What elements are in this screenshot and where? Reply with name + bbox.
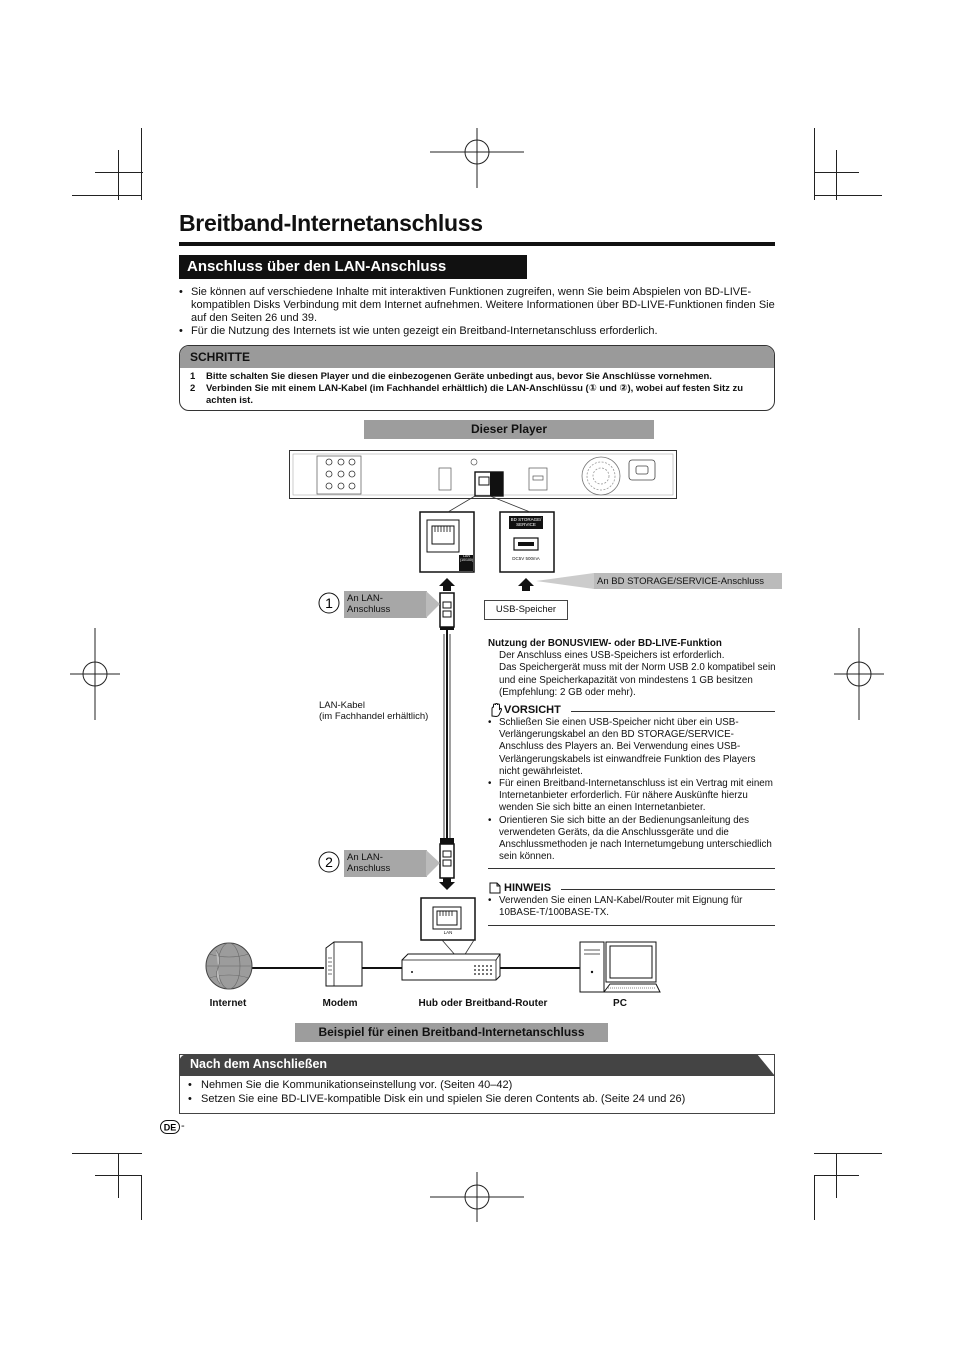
lan-cable-label: LAN-Kabel (im Fachhandel erhältlich) [319,700,429,722]
intro-item: Sie können auf verschiedene Inhalte mit … [179,286,775,325]
section-title: Anschluss über den LAN-Anschluss [179,255,527,279]
number-two: 2 [325,854,333,870]
vorsicht-heading: VORSICHT [504,704,561,716]
hinweis-item: Verwenden Sie einen LAN-Kabel/Router mit… [488,895,776,919]
after-heading-bg [179,1054,775,1076]
hub-zoom-lines [441,940,475,956]
intro-item: Für die Nutzung des Internets ist wie un… [179,325,775,338]
internet-label: Internet [209,998,247,1009]
divider [488,868,775,869]
step-text: Bitte schalten Sie diesen Player und die… [206,371,712,382]
step-item: 2 Verbinden Sie mit einem LAN-Kabel (im F… [190,383,768,407]
hinweis-rule [561,889,775,890]
usb-port-icon [499,511,555,573]
usb-port-top-label: BD STORAGE/ SERVICE [510,517,542,527]
number-one: 1 [325,595,333,611]
steps-list: 1 Bitte schalten Sie diesen Player und di… [180,371,774,407]
registration-mark-right [834,628,884,720]
registration-mark-bottom [430,1172,524,1222]
vorsicht-list: Schließen Sie einen USB-Speicher nicht ü… [488,717,776,863]
hub-lan-label: LAN [443,930,453,935]
pc-label: PC [613,998,627,1009]
bonus-line: Das Speichergerät muss mit der Norm USB … [499,662,776,698]
intro-list: Sie können auf verschiedene Inhalte mit … [179,286,775,338]
caution-hand-icon [491,703,502,717]
step-text: Verbinden Sie mit einem LAN-Kabel (im Fa… [206,383,744,406]
note-icon [489,882,501,894]
bonus-heading: Nutzung der BONUSVIEW- oder BD-LIVE-Funk… [488,638,722,649]
lan-port-label: LAN (10/100) [459,554,474,562]
after-item: Setzen Sie eine BD-LIVE-kompatible Disk … [188,1093,768,1107]
steps-heading: SCHRITTE [180,346,774,368]
bonus-line: Der Anschluss eines USB-Speichers ist er… [499,650,725,662]
lan-cable-icon [439,578,534,890]
language-badge-icon: DE [160,1120,180,1134]
number-one-icon: 1 [318,592,340,614]
after-list: Nehmen Sie die Kommunikationseinstellung… [188,1079,768,1106]
vorsicht-item: Für einen Breitband-Internetanschluss is… [488,778,776,815]
usb-memory-label: USB-Speicher [484,600,568,620]
an-lan-label-1: An LAN- Anschluss [344,591,427,618]
hinweis-list: Verwenden Sie einen LAN-Kabel/Router mit… [488,895,776,919]
divider [488,925,775,926]
title-rule [179,242,775,246]
hub-label: Hub oder Breitband-Router [418,998,548,1009]
pointer-2 [426,850,440,877]
modem-icon [325,941,363,987]
number-two-icon: 2 [318,851,340,873]
bonus-section: Nutzung der BONUSVIEW- oder BD-LIVE-Funk… [488,638,778,699]
bd-storage-pointer [536,573,782,589]
bd-storage-label: An BD STORAGE/SERVICE-Anschluss [597,576,765,587]
example-caption: Beispiel für einen Breitband-Internetans… [295,1023,608,1042]
an-lan-label-2: An LAN- Anschluss [344,850,427,877]
vorsicht-item: Orientieren Sie sich bitte an der Bedien… [488,815,776,864]
globe-icon [205,942,253,990]
after-heading: Nach dem Anschließen [190,1057,328,1071]
page-title: Breitband-Internetanschluss [179,210,483,236]
hub-lan-port-icon [420,897,476,941]
vorsicht-rule [571,711,775,712]
player-label: Dieser Player [364,420,654,439]
lan-port-icon [419,511,475,573]
step-number: 2 [190,383,196,394]
step-number: 1 [190,371,196,382]
vorsicht-item: Schließen Sie einen USB-Speicher nicht ü… [488,717,776,778]
pointer-1 [426,591,440,618]
player-back-panel-icon [289,450,677,499]
registration-mark-left [70,628,120,720]
after-item: Nehmen Sie die Kommunikationseinstellung… [188,1079,768,1093]
modem-label: Modem [322,998,358,1009]
network-diagram [205,941,661,993]
registration-mark-top [430,128,524,188]
page-number: - [181,1120,185,1132]
step-item: 1 Bitte schalten Sie diesen Player und di… [190,371,768,383]
hinweis-heading: HINWEIS [504,882,552,894]
router-icon [401,953,501,981]
usb-port-bottom-label: DC5V 500mA [512,556,540,561]
zoom-lines [447,496,531,513]
steps-box: SCHRITTE 1 Bitte schalten Sie diesen Play… [179,345,775,411]
language-badge: DE [164,1123,177,1133]
pc-icon [579,941,661,993]
